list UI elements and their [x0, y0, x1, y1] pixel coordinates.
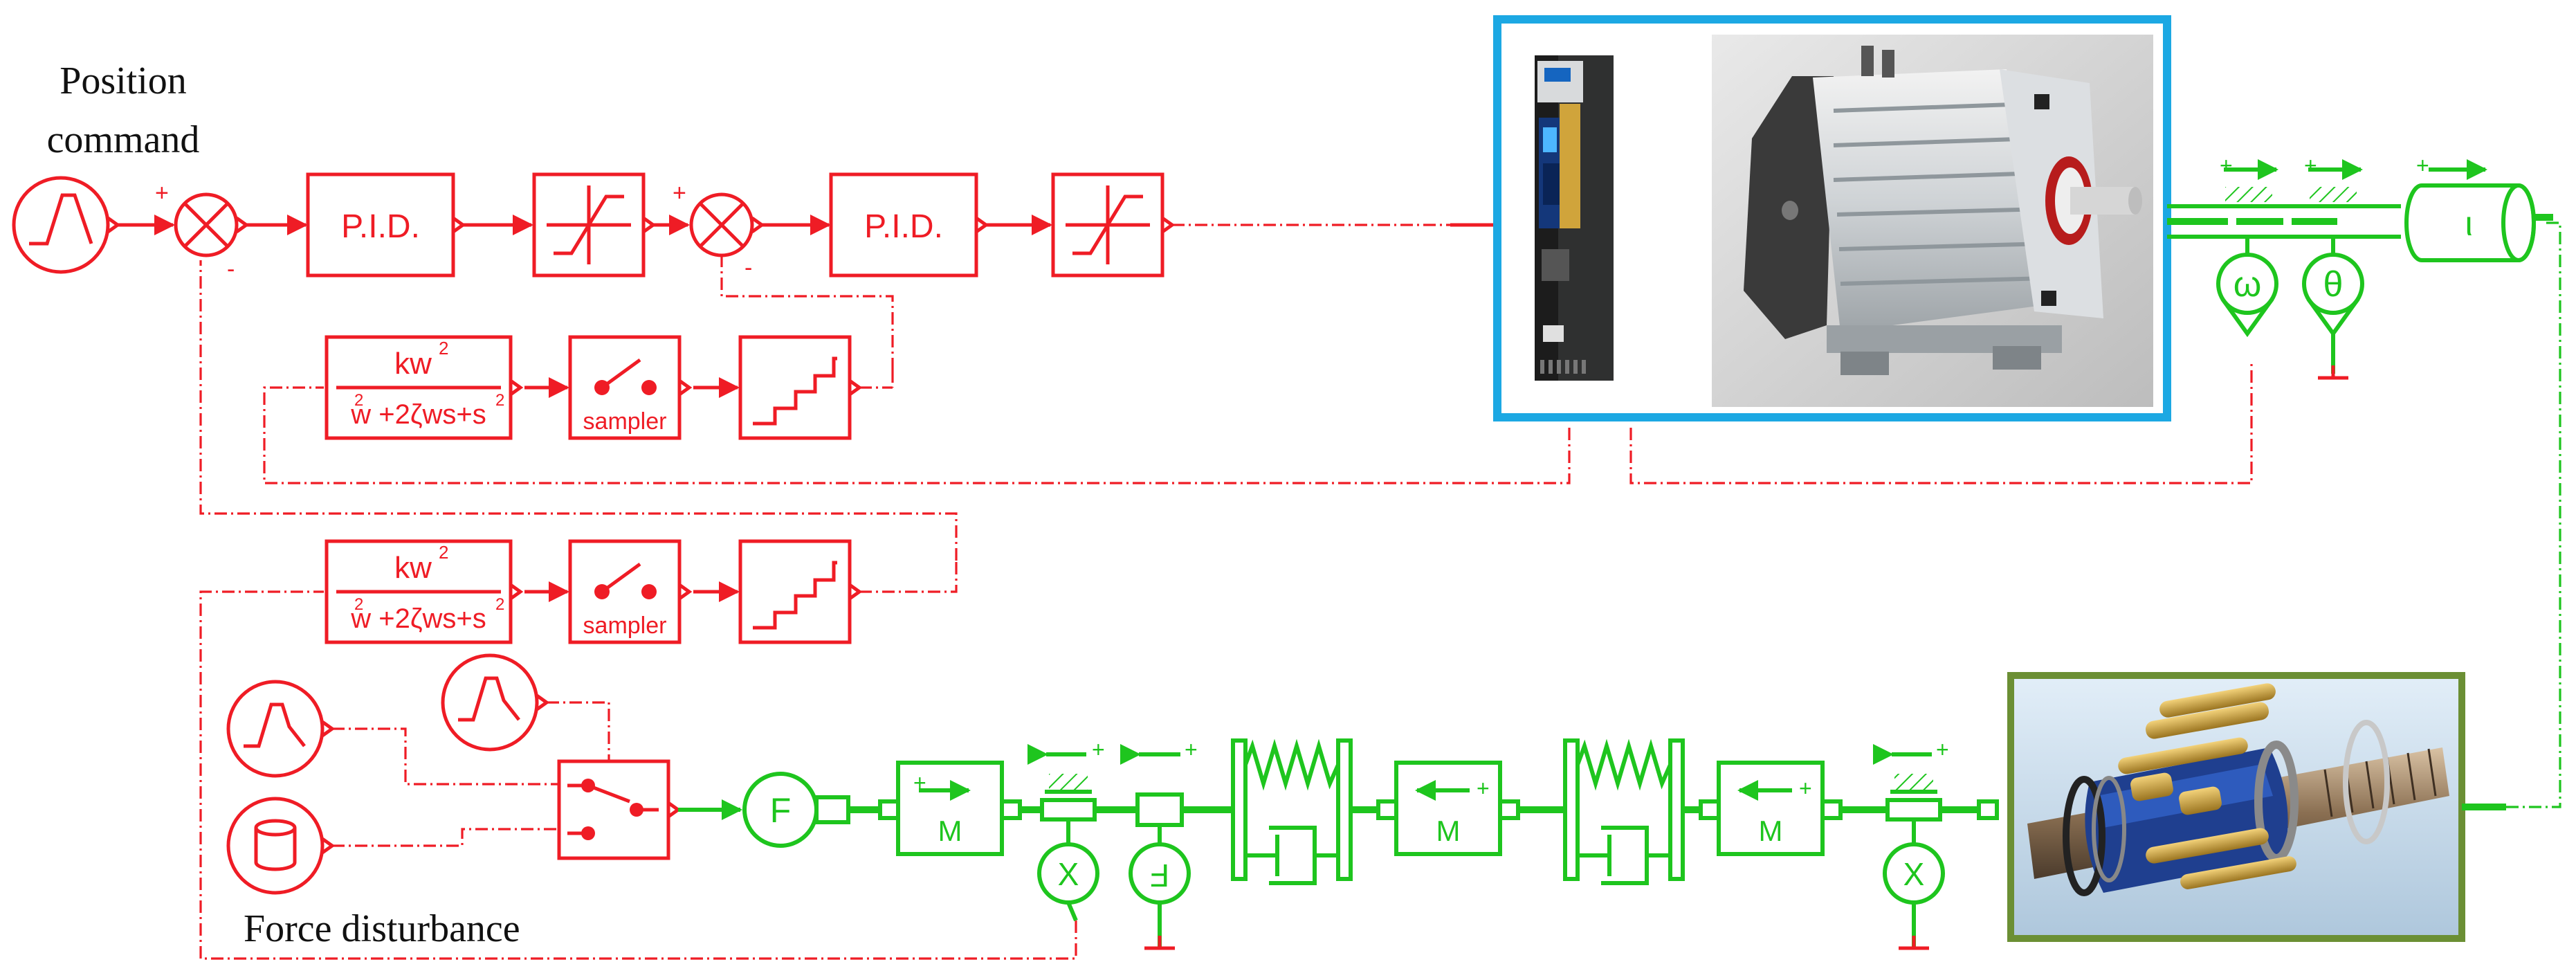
- position-command-label-line1: Position: [60, 60, 187, 102]
- rotary-inertia: [2404, 159, 2553, 262]
- position-command-source: [12, 176, 121, 274]
- sampler-label-2: sampler: [583, 612, 667, 639]
- ball-screw-image: [2007, 672, 2465, 942]
- filter-denominator-2: w +2ζws+s: [350, 604, 486, 634]
- plus-sign: +: [2416, 153, 2429, 178]
- plus-sign: +: [2304, 153, 2317, 178]
- saturation-block-2: [1051, 172, 1176, 278]
- force-sensor-label: F: [1150, 858, 1169, 893]
- disturbance-profile-source-1: [226, 680, 336, 778]
- mass-label-3: M: [1759, 815, 1783, 847]
- sampler-label-1: sampler: [583, 408, 667, 435]
- spring-damper-2: [1563, 738, 1685, 885]
- linear-position-sensor-1: [1027, 744, 1099, 922]
- drive-and-motor-image: [1493, 15, 2171, 421]
- plus-sign: +: [2220, 153, 2233, 178]
- sampler-block-velocity: [568, 335, 693, 440]
- second-order-filter-position: [325, 539, 524, 644]
- summing-junction-position: [174, 192, 250, 257]
- zoh-block-velocity: [738, 335, 863, 440]
- superscript: 2: [439, 338, 448, 359]
- superscript: 2: [354, 391, 363, 410]
- filter-numerator-2: kw: [394, 551, 432, 585]
- plus-sign: +: [1936, 737, 1949, 762]
- sampler-block-position: [568, 539, 693, 644]
- rotational-angle-sensor: [2302, 159, 2364, 380]
- pid-label-1: P.I.D.: [341, 208, 420, 245]
- second-order-filter-velocity: [325, 335, 524, 440]
- position-sensor-label-1: X: [1058, 856, 1079, 892]
- rotational-speed-sensor: [2216, 159, 2278, 338]
- plus-sign: +: [1477, 776, 1490, 801]
- superscript: 2: [495, 595, 504, 614]
- mass-label-1: M: [938, 815, 962, 847]
- plus-sign: +: [155, 180, 169, 206]
- mass-label-2: M: [1436, 815, 1461, 847]
- minus-sign: -: [745, 255, 752, 281]
- position-sensor-label-2: X: [1903, 856, 1925, 892]
- superscript: 2: [354, 595, 363, 614]
- disturbance-profile-source-2: [441, 653, 550, 752]
- plus-sign: +: [913, 770, 926, 795]
- plus-sign: +: [1185, 737, 1198, 762]
- angle-sensor-label: θ: [2323, 264, 2344, 305]
- spring-damper-1: [1231, 738, 1353, 885]
- force-disturbance-label: Force disturbance: [244, 907, 520, 950]
- data-file-source: [226, 797, 336, 895]
- superscript: 2: [495, 391, 504, 410]
- filter-numerator-1: kw: [394, 347, 432, 381]
- plus-sign: +: [1092, 737, 1105, 762]
- linear-position-sensor-2: [1873, 744, 1945, 950]
- minus-sign: -: [227, 256, 235, 282]
- filter-denominator-1: w +2ζws+s: [350, 399, 486, 430]
- zoh-block-position: [738, 539, 863, 644]
- superscript: 2: [439, 542, 448, 563]
- force-sensor: [1120, 744, 1191, 950]
- summing-junction-velocity: [689, 192, 765, 257]
- force-source-label: F: [770, 791, 792, 830]
- saturation-block-1: [532, 172, 657, 278]
- signal-selector-switch: [557, 759, 682, 860]
- speed-sensor-label: ω: [2234, 264, 2262, 305]
- pid-label-2: P.I.D.: [864, 208, 943, 245]
- plus-sign: +: [673, 180, 686, 206]
- inertia-label: ι: [2465, 204, 2472, 243]
- plus-sign: +: [1799, 776, 1812, 801]
- position-command-label-line2: command: [47, 118, 200, 161]
